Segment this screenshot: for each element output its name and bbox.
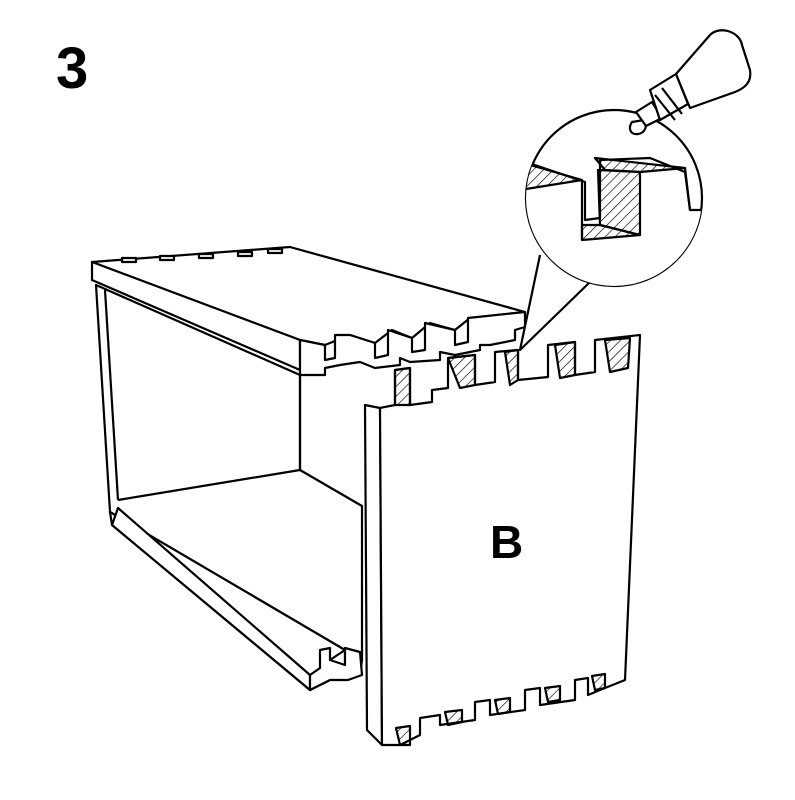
panel-b-face <box>378 333 642 747</box>
panel-label: B <box>490 516 523 568</box>
top-panel-joints <box>298 310 527 377</box>
magnifier-detail-icon <box>518 108 704 352</box>
carcass <box>90 245 527 692</box>
step-number: 3 <box>56 36 89 101</box>
panel-b: B <box>363 333 642 747</box>
glue-bottle-icon <box>628 29 752 136</box>
